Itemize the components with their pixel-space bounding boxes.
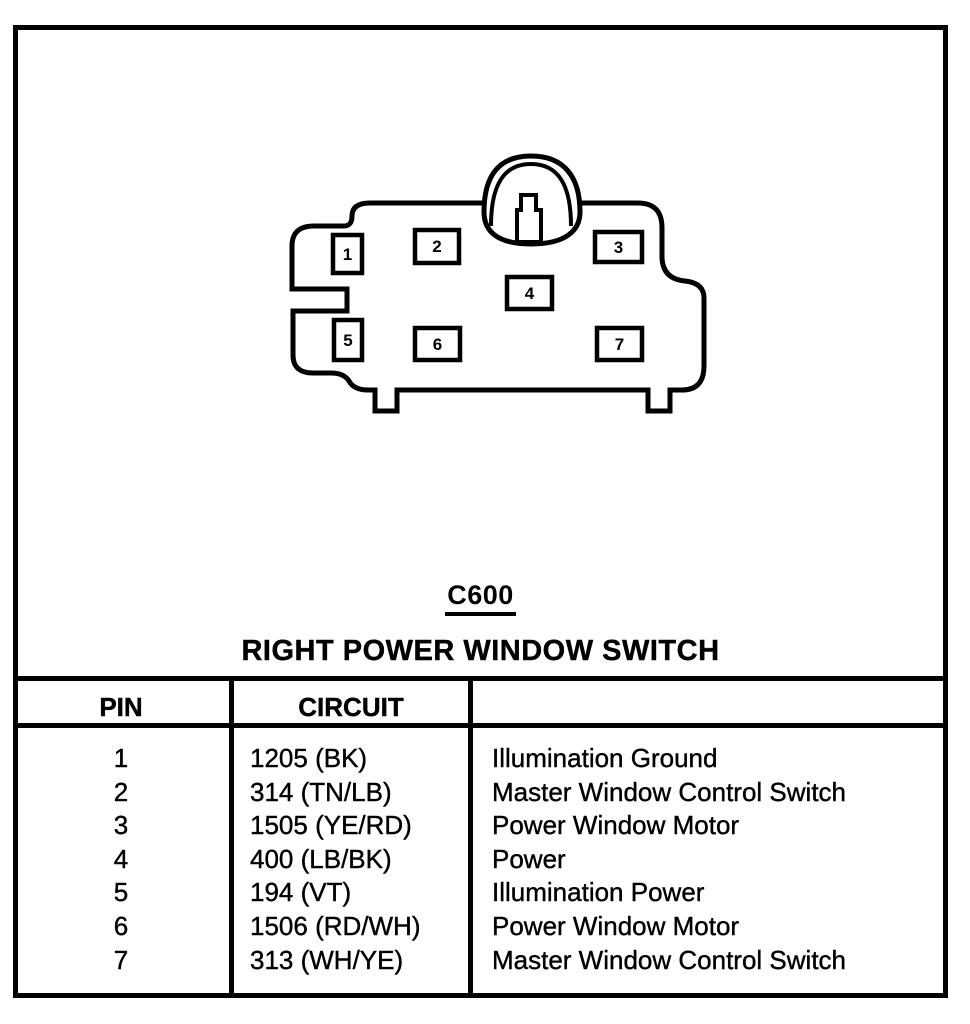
pin-box-5 bbox=[331, 317, 365, 363]
description-column: Illumination Ground Master Window Contro… bbox=[473, 728, 948, 998]
pin-1: 1 bbox=[330, 232, 365, 276]
connector-drawing: 1 2 3 4 5 6 7 bbox=[289, 153, 707, 414]
pin-column: 1 2 3 4 5 6 7 bbox=[13, 728, 234, 998]
pin-label-4: 4 bbox=[525, 284, 535, 303]
description-cell: Illumination Power bbox=[492, 877, 705, 908]
pin-cell: 2 bbox=[113, 776, 129, 807]
pin-label-7: 7 bbox=[615, 335, 624, 354]
connector-latch-tab bbox=[515, 193, 543, 244]
connector-latch-dome-inner bbox=[489, 161, 573, 227]
pin-label-2: 2 bbox=[432, 237, 441, 256]
description-cell: Illumination Ground bbox=[492, 743, 718, 773]
pin-box-7 bbox=[594, 325, 645, 363]
pin-cell: 4 bbox=[113, 843, 129, 874]
connector-title: RIGHT POWER WINDOW SWITCH bbox=[241, 635, 720, 667]
circuit-cell: 1205 (BK) bbox=[250, 743, 368, 773]
pin-box-6 bbox=[412, 325, 463, 363]
circuit-cell: 400 (LB/BK) bbox=[250, 843, 392, 874]
circuit-cell: 1506 (RD/WH) bbox=[250, 910, 421, 941]
pin-6: 6 bbox=[412, 325, 463, 363]
description-cell: Power Window Motor bbox=[492, 810, 740, 841]
pin-3: 3 bbox=[592, 229, 645, 265]
pin-cell: 6 bbox=[113, 910, 129, 941]
pin-2: 2 bbox=[412, 227, 462, 266]
pin-cell: 5 bbox=[113, 877, 129, 908]
pin-table: PIN CIRCUIT 1 2 3 4 5 6 7 1205 (BK) 314 … bbox=[13, 676, 948, 998]
pin-label-1: 1 bbox=[343, 245, 352, 264]
pin-4: 4 bbox=[504, 274, 555, 312]
circuit-cell: 194 (VT) bbox=[250, 877, 352, 908]
pin-label-3: 3 bbox=[614, 238, 623, 257]
pin-7: 7 bbox=[594, 325, 645, 363]
description-cell: Master Window Control Switch bbox=[492, 944, 846, 975]
pin-cell: 3 bbox=[113, 810, 129, 841]
diagram-frame bbox=[13, 25, 948, 998]
description-cell: Power bbox=[492, 843, 566, 874]
pin-box-2 bbox=[412, 227, 462, 266]
pin-label-6: 6 bbox=[433, 335, 442, 354]
description-cell: Power Window Motor bbox=[492, 910, 740, 941]
description-cell: Master Window Control Switch bbox=[492, 776, 846, 807]
pin-box-1 bbox=[330, 232, 365, 276]
pin-box-4 bbox=[504, 274, 555, 312]
pin-box-3 bbox=[592, 229, 645, 265]
pin-label-5: 5 bbox=[343, 331, 352, 350]
header-circuit: CIRCUIT bbox=[234, 681, 473, 728]
circuit-cell: 314 (TN/LB) bbox=[250, 776, 392, 807]
circuit-cell: 1505 (YE/RD) bbox=[250, 810, 412, 841]
circuit-cell: 313 (WH/YE) bbox=[250, 944, 404, 975]
header-pin: PIN bbox=[13, 681, 234, 728]
header-description bbox=[473, 681, 948, 728]
pin-cell: 7 bbox=[113, 944, 129, 975]
circuit-column: 1205 (BK) 314 (TN/LB) 1505 (YE/RD) 400 (… bbox=[234, 728, 473, 998]
connector-id-text: C600 bbox=[445, 580, 516, 616]
connector-id: C600 bbox=[13, 580, 948, 616]
pin-cell: 1 bbox=[113, 743, 129, 773]
pin-5: 5 bbox=[331, 317, 365, 363]
